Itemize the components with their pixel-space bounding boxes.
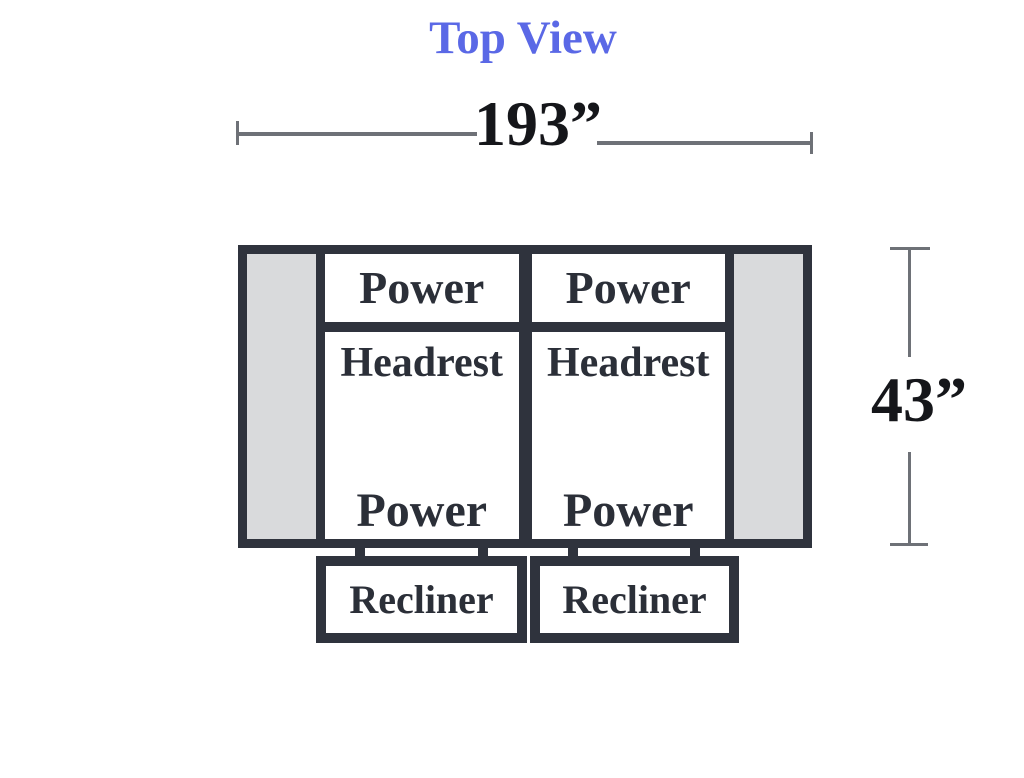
- width-dimension-tick-right: [810, 132, 813, 154]
- seat-left-power-bottom-label: Power: [356, 484, 488, 537]
- height-dimension-label: 43”: [871, 364, 967, 435]
- seat-right: Power Headrest Power: [531, 254, 726, 539]
- seat-right-power-bottom-label: Power: [562, 484, 694, 537]
- seat-right-main: Headrest Power: [532, 332, 726, 539]
- seat-right-headrest-label: Headrest: [546, 340, 710, 386]
- page-title: Top View: [429, 12, 617, 64]
- seat-left-power-top-label: Power: [325, 254, 519, 332]
- seat-left: Power Headrest Power: [325, 254, 519, 539]
- width-dimension-label: 193”: [474, 88, 602, 159]
- height-dimension-line-top: [908, 247, 911, 357]
- recliner-left-box: Recliner: [316, 556, 527, 643]
- seat-right-power-top-label: Power: [531, 254, 725, 332]
- width-dimension-line-right: [597, 141, 811, 145]
- recliner-connector-right-outer: [690, 540, 700, 560]
- height-dimension-tick-bottom: [890, 543, 928, 546]
- recliner-connector-right-inner: [568, 540, 578, 560]
- width-dimension-line-left: [237, 132, 477, 136]
- recliner-right-box: Recliner: [530, 556, 739, 643]
- sofa-frame: Power Headrest Power Power Headrest Powe…: [238, 245, 812, 548]
- recliner-connector-left-inner: [478, 540, 488, 560]
- armrest-right: [725, 254, 803, 539]
- recliner-left-label: Recliner: [349, 576, 494, 622]
- seat-left-headrest-label: Headrest: [340, 340, 504, 386]
- recliner-connector-left-outer: [355, 540, 365, 560]
- seat-divider: [518, 254, 532, 539]
- recliner-right-label: Recliner: [562, 576, 707, 622]
- seat-left-main: Headrest Power: [325, 332, 519, 539]
- armrest-left: [247, 254, 325, 539]
- height-dimension-line-bottom: [908, 452, 911, 545]
